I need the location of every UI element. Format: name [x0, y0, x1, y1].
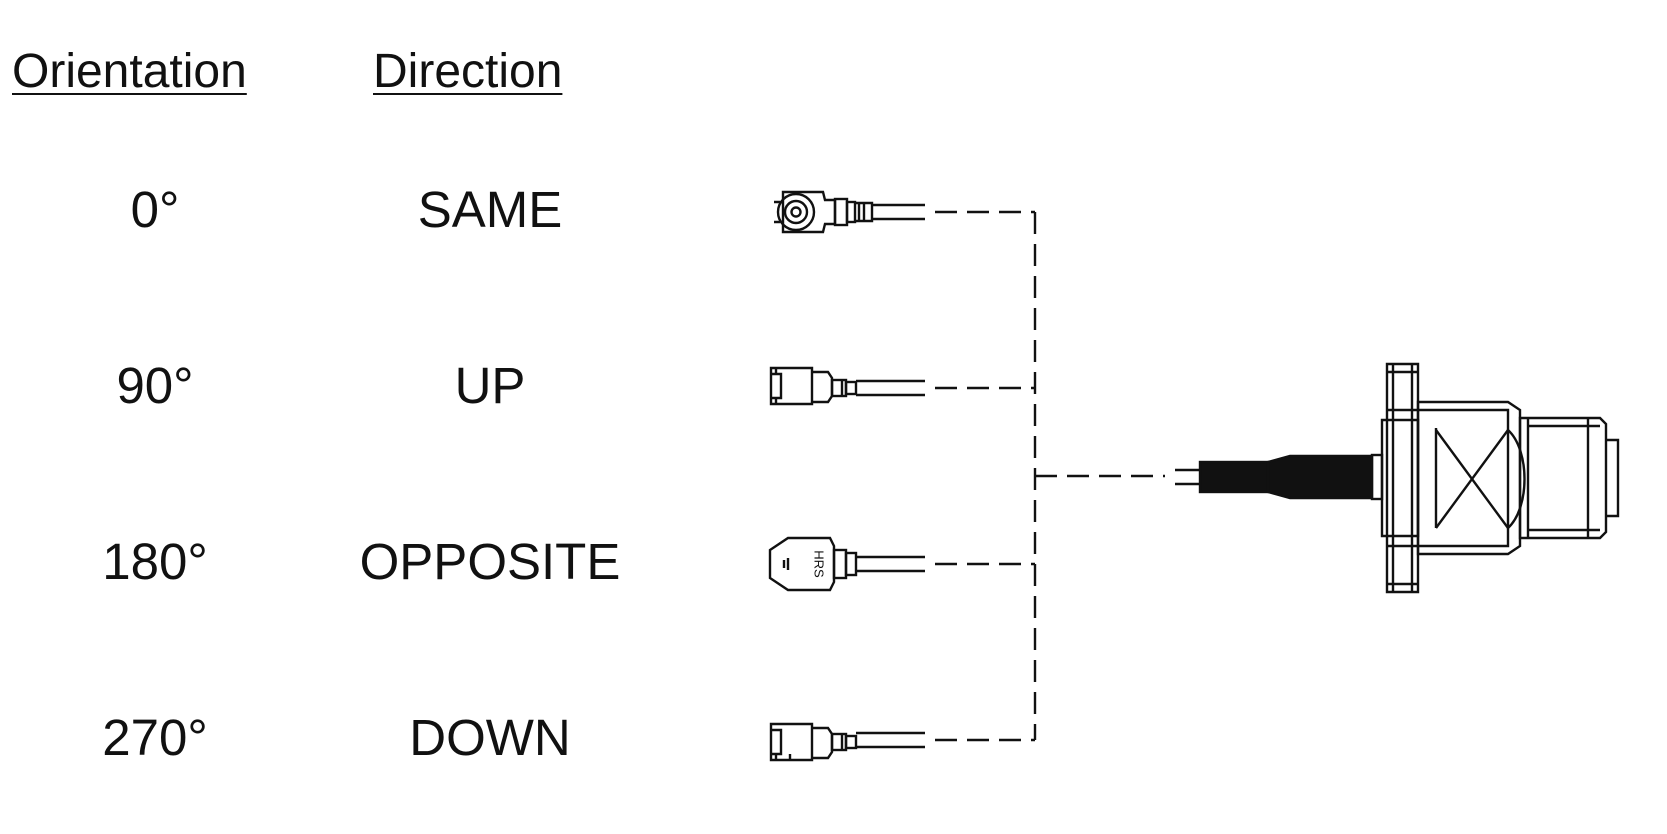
direction-header: Direction [373, 45, 563, 98]
orientation-0: 0° [130, 181, 180, 238]
orientation-270: 270° [102, 709, 208, 766]
connector-180-icon [768, 536, 925, 592]
connector-90-icon [769, 366, 925, 406]
connector-270-icon [769, 722, 925, 762]
orientation-header: Orientation [12, 45, 247, 98]
bulkhead-connector-icon [1175, 362, 1620, 594]
direction-opposite: OPPOSITE [359, 533, 621, 590]
orientation-180: 180° [102, 533, 208, 590]
connector-marking: HRS [812, 550, 827, 578]
direction-up: UP [454, 357, 526, 414]
connector-0-icon [774, 190, 925, 234]
orientation-90: 90° [116, 357, 194, 414]
direction-down: DOWN [409, 709, 571, 766]
direction-same: SAME [417, 181, 563, 238]
dashed-leaders [935, 210, 1165, 742]
